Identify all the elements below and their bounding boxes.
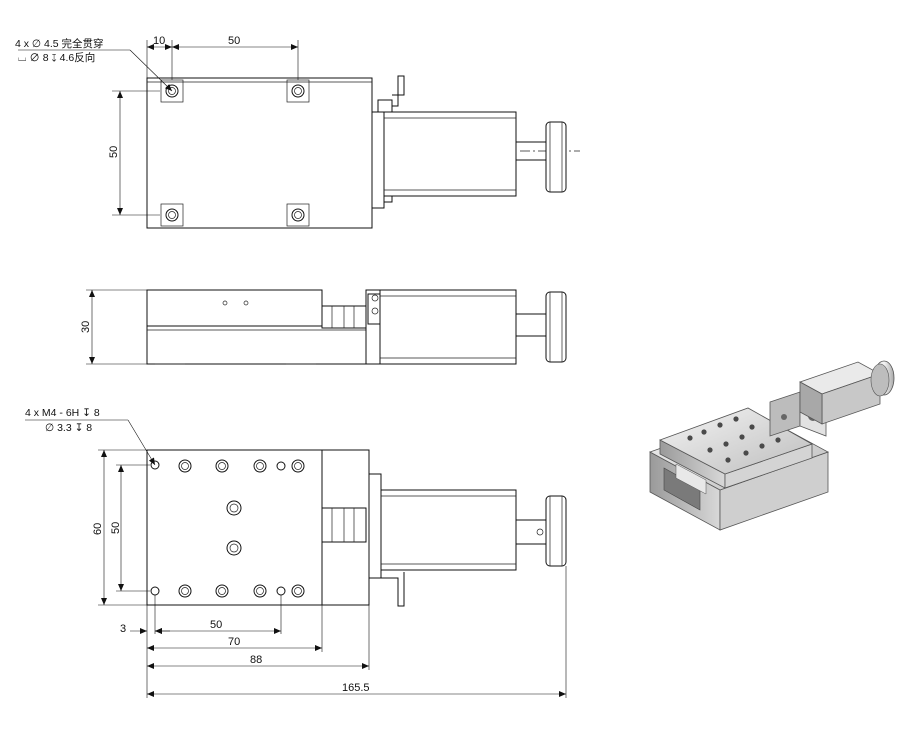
bottom-view: 4 x M4 - 6H ↧ 8 ∅ 3.3 ↧ 8 60 50 3 50 70 … [25,407,567,698]
dim-165-5: 165.5 [342,682,370,694]
threaded-hole [150,460,160,470]
through-hole [286,203,310,227]
counterbore-hole [178,459,192,473]
center-hole [226,540,242,556]
dim-50: 50 [210,619,222,631]
dim-left-50: 50 [108,146,120,158]
counterbore-hole [291,459,305,473]
counterbore-hole [215,459,229,473]
side-view: 30 [80,289,567,365]
dim-inner-50: 50 [110,522,122,534]
hole-note-line1: 4 x ∅ 4.5 完全贯穿 [15,37,104,50]
threaded-hole [276,461,286,471]
thread-note-line1: 4 x M4 - 6H ↧ 8 [25,407,100,419]
counterbore-hole [253,459,267,473]
dim-top-10: 10 [153,35,165,47]
dim-3: 3 [120,623,126,635]
hole-note-line2: ⌴ ∅ 8 ↧ 4.6反向 [18,51,95,64]
counterbore-hole [178,584,192,598]
counterbore-hole [291,584,305,598]
dim-outer-60: 60 [92,523,104,535]
dim-height-30: 30 [80,321,92,333]
dim-top-50: 50 [228,35,240,47]
center-hole [226,500,242,516]
counterbore-hole [253,584,267,598]
counterbore-hole [215,584,229,598]
dim-70: 70 [228,636,240,648]
dim-88: 88 [250,654,262,666]
thread-note-line2: ∅ 3.3 ↧ 8 [45,422,92,434]
isometric-view [649,360,895,531]
through-hole [160,203,184,227]
top-view: 4 x ∅ 4.5 完全贯穿 ⌴ ∅ 8 ↧ 4.6反向 10 50 50 [15,35,580,229]
